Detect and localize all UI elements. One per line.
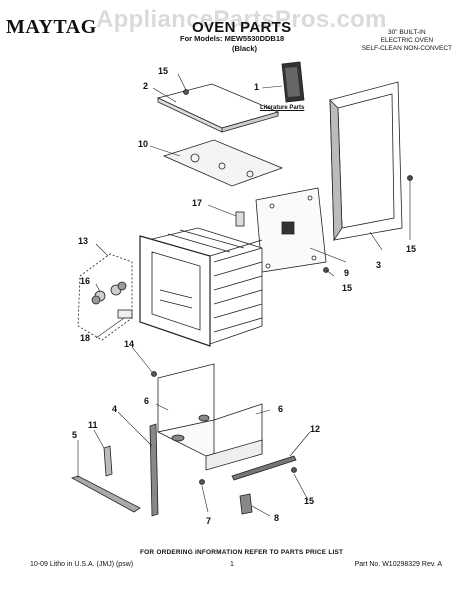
callout-4: 4	[112, 404, 118, 414]
light-socket	[235, 211, 245, 227]
callout-15: 15	[342, 283, 353, 293]
callout-14: 14	[124, 339, 135, 349]
callout-15: 15	[406, 244, 417, 254]
switch-18	[117, 309, 133, 319]
callout-15: 15	[304, 496, 315, 506]
watermark-text: AppliancePartsPros.com	[96, 6, 387, 33]
callout-16: 16	[80, 276, 91, 286]
callout-11: 11	[88, 420, 98, 430]
long-bracket	[231, 455, 297, 481]
part-number: Part No. W10298329 Rev. A	[354, 561, 442, 568]
callout-2: 2	[143, 81, 149, 91]
callout-1: 1	[254, 82, 260, 92]
description-line-3: SELF-CLEAN NON-CONVECT	[361, 45, 452, 52]
small-bracket	[239, 493, 253, 515]
page-number: 1	[230, 561, 234, 568]
description-line-2: ELECTRIC OVEN	[380, 37, 434, 44]
color-line: (Black)	[232, 44, 258, 53]
ordering-info: FOR ORDERING INFORMATION REFER TO PARTS …	[140, 549, 344, 556]
callout-12: 12	[310, 424, 321, 434]
lower-oven-box	[156, 363, 264, 471]
screw-icon	[291, 467, 297, 473]
oven-cavity	[139, 227, 263, 347]
literature-parts-label: Literature Parts	[260, 105, 305, 111]
callout-18: 18	[80, 333, 91, 343]
trim-strip	[103, 445, 113, 477]
screw-icon	[151, 371, 157, 377]
page-title: OVEN PARTS	[192, 19, 292, 36]
callout-10: 10	[138, 139, 149, 149]
models-line: For Models: MEW5530DDB18	[180, 34, 285, 43]
litho-info: 10-09 Litho in U.S.A. (JMJ) (psw)	[30, 561, 134, 568]
screw-icon	[199, 479, 205, 485]
callout-6: 6	[278, 404, 284, 414]
callout-13: 13	[78, 236, 89, 246]
callout-17: 17	[192, 198, 203, 208]
callout-9: 9	[344, 268, 350, 278]
description-line-1: 30" BUILT-IN	[388, 29, 426, 36]
callout-6: 6	[144, 396, 150, 406]
callout-8: 8	[274, 513, 280, 523]
callout-3: 3	[376, 260, 382, 270]
side-rail	[149, 423, 159, 517]
product-description: 30" BUILT-IN ELECTRIC OVEN SELF-CLEAN NO…	[362, 29, 452, 53]
brand-logo: MAYTAG	[6, 16, 97, 38]
callout-7: 7	[206, 516, 212, 526]
callout-5: 5	[72, 430, 78, 440]
bottom-trim	[71, 475, 141, 513]
callout-15: 15	[158, 66, 169, 76]
screw-icon	[183, 89, 189, 95]
